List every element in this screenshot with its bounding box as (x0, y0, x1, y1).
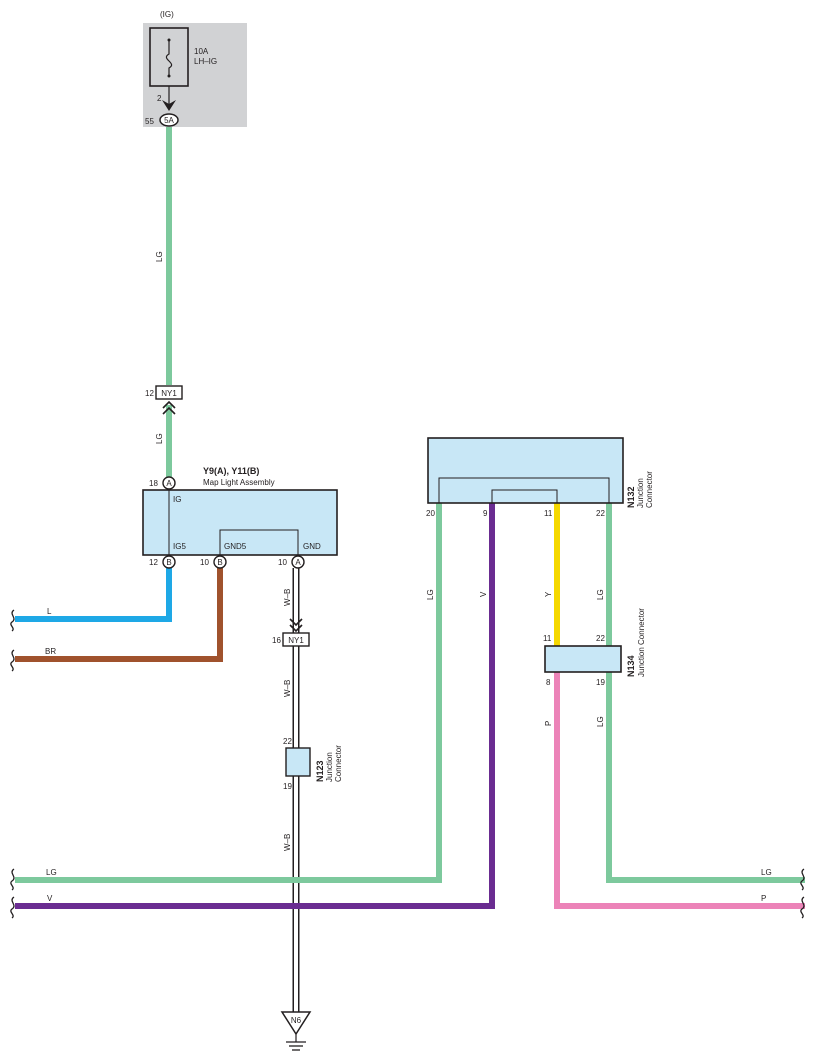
map-light-pin-gnd-num: 10 (278, 558, 287, 567)
ny1-bottom-pin: 16 (272, 636, 281, 645)
n132-pin-20: 20 (426, 509, 435, 518)
fuse-connector-pin-label: 55 (145, 117, 154, 126)
break-mark-v-left-icon (10, 896, 15, 919)
map-light-pin-ig5 (162, 555, 176, 569)
map-light-pin-gnd-conn: A (295, 558, 301, 567)
power-source-label: (IG) (160, 10, 174, 19)
n123-name-line1: Junction (325, 752, 334, 782)
n134-pin-11: 11 (543, 634, 552, 643)
wire-br (15, 568, 223, 662)
wire-label-w-b-3: W–B (283, 834, 292, 851)
connector-ny1-bottom: NY1 (282, 618, 310, 647)
ny1-top-label: NY1 (161, 389, 177, 398)
break-mark-lg-left-icon (10, 868, 15, 891)
map-light-label-gnd: GND (303, 542, 321, 551)
n132-id: N132 (626, 486, 636, 508)
fuse-pin-label: 2 (157, 94, 162, 103)
wire-label-v-left: V (47, 894, 53, 903)
n123-pin-top: 22 (283, 737, 292, 746)
break-mark-p-right-icon (800, 896, 805, 919)
wire-label-lg-right: LG (761, 868, 772, 877)
wire-l (15, 568, 172, 622)
break-mark-lg-right-icon (800, 868, 805, 891)
wire-label-lg-left: LG (46, 868, 57, 877)
map-light-pin-gnd5-num: 10 (200, 558, 209, 567)
fuse-terminal-bottom (167, 74, 171, 78)
ny1-top-chevron-icon (162, 400, 176, 415)
map-light-pin-ig5-conn: B (166, 558, 171, 567)
connector-5a-label: 5A (164, 116, 174, 125)
wire-label-lg-20: LG (426, 589, 435, 600)
wire-label-p-8: P (544, 721, 553, 726)
wire-label-lg-lower: LG (155, 433, 164, 444)
fuse-icon (165, 40, 173, 76)
map-light-pin-18-num: 18 (149, 479, 158, 488)
ground-n6-label: N6 (291, 1016, 302, 1025)
wire-label-p-right: P (761, 894, 766, 903)
n123-pin-bottom: 19 (283, 782, 292, 791)
n134-pin-8: 8 (546, 678, 551, 687)
wire-label-l: L (47, 607, 52, 616)
map-light-pin-gnd (291, 555, 305, 569)
wire-label-w-b-2: W–B (283, 680, 292, 697)
map-light-subtitle: Map Light Assembly (203, 478, 275, 487)
wire-label-y-11: Y (544, 591, 553, 597)
n123-id: N123 (315, 760, 325, 782)
connector-ny1-top: NY1 (155, 385, 183, 415)
wire-label-lg-main: LG (155, 251, 164, 262)
ground-n6: N6 (280, 1011, 312, 1051)
n132-junction-connector (427, 437, 624, 504)
map-light-pin-ig5-num: 12 (149, 558, 158, 567)
ny1-bottom-chevron-icon (289, 618, 303, 633)
wire-p-n134-8 (554, 672, 805, 909)
fuse-arrow-icon (162, 100, 176, 111)
wire-v-n132-9 (15, 503, 495, 909)
map-light-pin-18-conn: A (166, 479, 172, 488)
fuse-name-label: LH–IG (194, 57, 217, 66)
n134-junction-connector (544, 645, 622, 673)
ny1-bottom-label: NY1 (288, 636, 304, 645)
connector-5a: 5A (159, 113, 179, 127)
n132-pin-9: 9 (483, 509, 488, 518)
map-light-label-gnd5: GND5 (224, 542, 247, 551)
n123-name-line2: Connector (334, 745, 343, 782)
wire-label-lg-19: LG (596, 716, 605, 727)
map-light-pin-gnd5 (213, 555, 227, 569)
wire-lg-n134-19 (606, 672, 805, 883)
map-light-title: Y9(A), Y11(B) (203, 466, 259, 476)
wire-label-v-9: V (479, 591, 488, 597)
map-light-pin-gnd5-conn: B (217, 558, 222, 567)
n134-name: Junction Connector (637, 608, 646, 677)
n132-pin-11: 11 (544, 509, 553, 518)
n134-pin-22: 22 (596, 634, 605, 643)
n132-internal-outer (438, 477, 610, 503)
map-light-assembly-box (142, 489, 338, 556)
map-light-label-ig5: IG5 (173, 542, 186, 551)
break-mark-br-icon (10, 649, 15, 672)
fuse-amp-label: 10A (194, 47, 209, 56)
wire-label-w-b-1: W–B (283, 589, 292, 606)
break-mark-l-icon (10, 609, 15, 632)
wire-label-br: BR (45, 647, 56, 656)
n134-id: N134 (626, 655, 636, 677)
fuse-terminal-top (167, 38, 171, 42)
n134-pin-19: 19 (596, 678, 605, 687)
fuse-block-background (143, 23, 247, 127)
wire-lg-n132-20 (15, 503, 442, 883)
n123-junction-connector (285, 747, 311, 777)
map-light-internal-gnd (219, 529, 299, 555)
map-light-pin-18 (162, 476, 176, 490)
n132-internal-inner (491, 489, 558, 503)
wire-label-lg-22: LG (596, 589, 605, 600)
n132-pin-22: 22 (596, 509, 605, 518)
n132-name-line2: Connector (645, 471, 654, 508)
n132-name-line1: Junction (636, 478, 645, 508)
map-light-label-ig: IG (173, 495, 181, 504)
ny1-top-pin: 12 (145, 389, 154, 398)
